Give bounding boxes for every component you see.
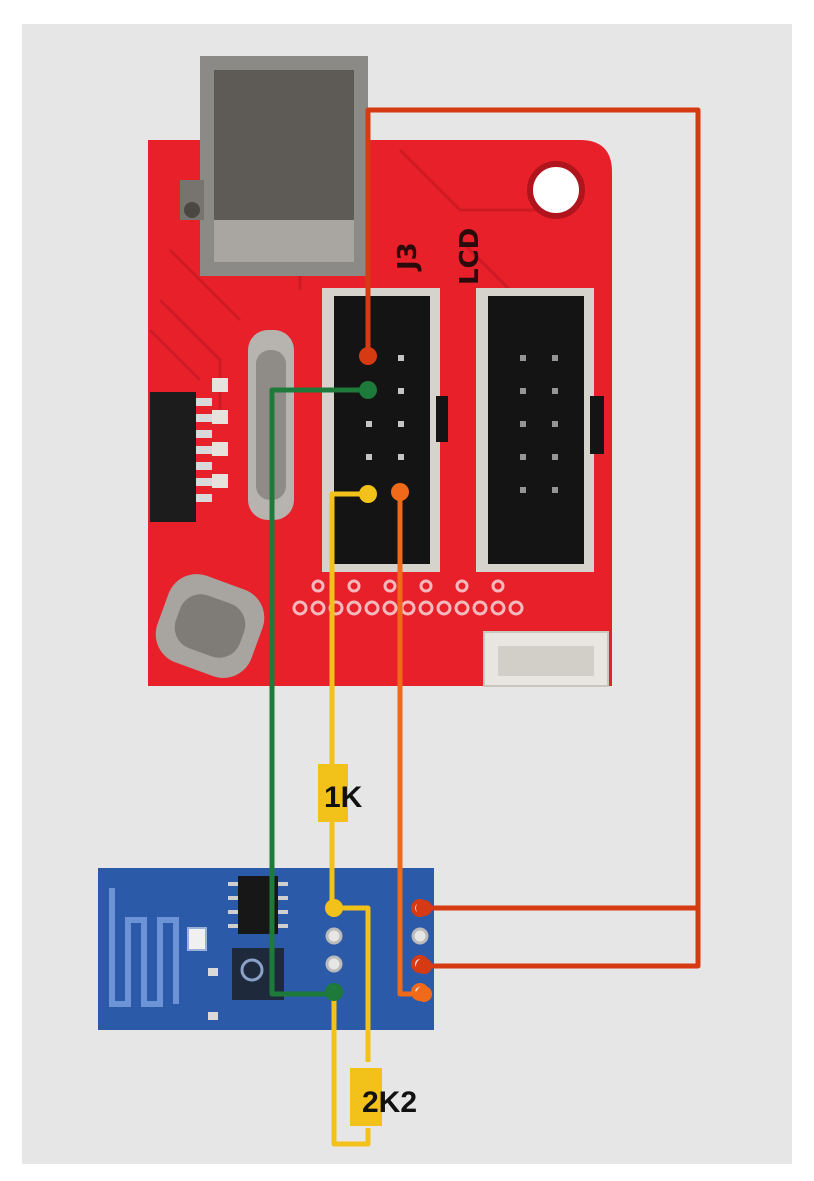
esp-pin-gpio2 [325,955,343,973]
wires [269,107,701,1147]
wire-yellow-divider [331,994,371,1147]
resistor-2k2: 2K2 [350,1068,417,1126]
pcb-antenna-trace [109,888,179,1007]
esp-wire-dots [327,900,432,1002]
smd-chip-array [150,378,228,522]
esp01-module [98,868,434,1030]
espressif-logo-icon [240,958,264,982]
header-j3-silk-label: J3 [393,242,423,272]
esp-pin-rst [411,927,429,945]
jst-connector [483,631,609,687]
mounting-hole [527,161,585,219]
resistor-1k: 1K [318,764,363,822]
status-led [187,927,207,951]
header-lcd [476,288,604,572]
header-wire-dots [359,347,409,503]
header-j3 [322,288,448,572]
controller-board: J3 LCD [148,56,612,687]
lower-crystal [155,574,265,678]
header-lcd-silk-label: LCD [455,228,485,285]
header-lcd-pins [520,355,558,493]
resistor-2k2-label: 2K2 [362,1086,417,1119]
wire-orange-gnd [397,492,420,997]
wire-red-vcc [365,107,701,969]
board-traces [148,148,540,420]
resistor-1k-label: 1K [324,781,363,814]
wire-green-rx [269,387,368,997]
usb-b-connector [180,56,368,276]
esp8266-chip [232,948,284,1000]
esp-pin-gnd-side [325,927,343,945]
